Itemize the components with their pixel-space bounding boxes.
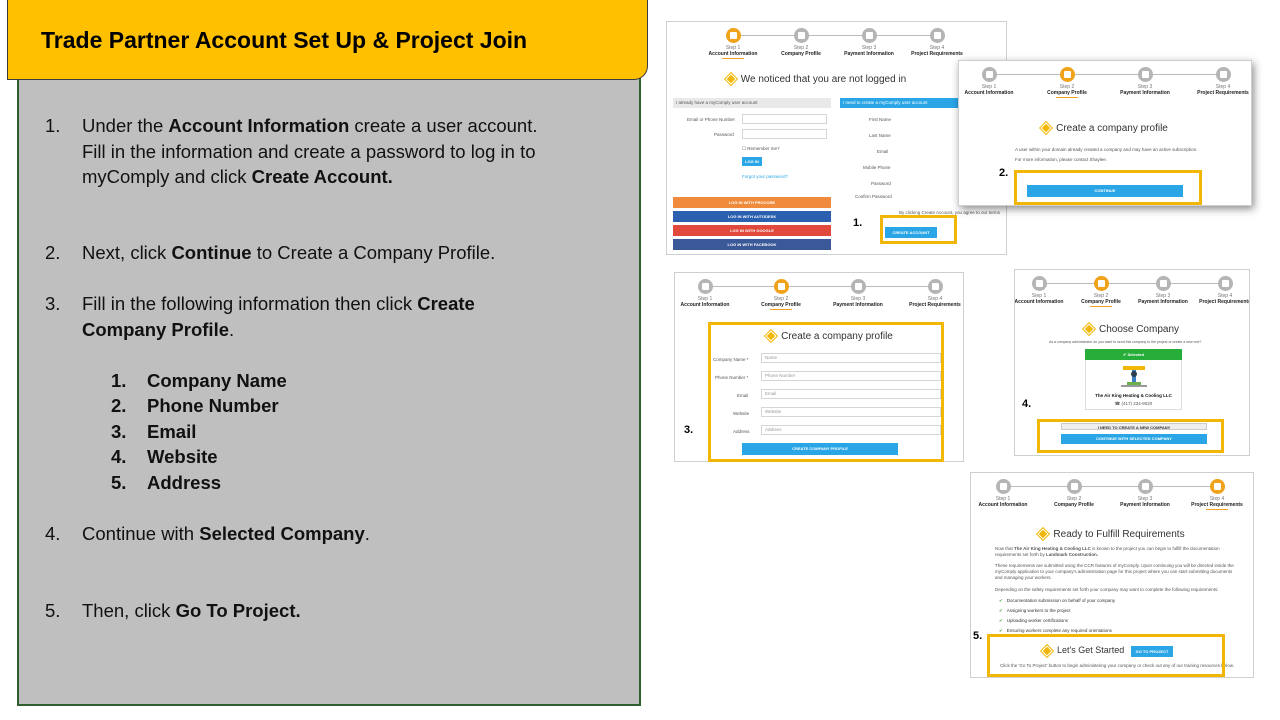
continue-button[interactable]: CONTINUE bbox=[1027, 185, 1183, 197]
highlight-company-form bbox=[708, 322, 944, 462]
check-icon: Documentation submission on behalf of yo… bbox=[999, 598, 1115, 604]
step-icon bbox=[1155, 276, 1171, 291]
check-icon: Uploading worker certifications bbox=[999, 618, 1068, 624]
step-icon bbox=[697, 279, 713, 294]
ready-heading: Ready to Fulfill Requirements bbox=[971, 528, 1253, 541]
step-icon bbox=[995, 479, 1011, 494]
step-icon bbox=[1059, 67, 1075, 82]
company-card[interactable]: The Air King Heating & Cooling LLC ☎ (41… bbox=[1085, 360, 1182, 410]
create-profile-heading: Create a company profile bbox=[730, 330, 930, 343]
step-icon bbox=[1215, 67, 1231, 82]
step-icon bbox=[1093, 276, 1109, 291]
step-icon bbox=[1137, 479, 1153, 494]
check-icon: Ensuring workers complete any required o… bbox=[999, 628, 1112, 634]
step-icon bbox=[773, 279, 789, 294]
check-icon: Assigning workers to the project bbox=[999, 608, 1071, 614]
diamond-icon bbox=[1037, 528, 1050, 541]
step-icon bbox=[793, 28, 809, 43]
create-company-profile-button[interactable]: CREATE COMPANY PROFILE bbox=[742, 443, 898, 455]
forgot-password-link[interactable]: Forgot your password? bbox=[742, 174, 789, 179]
remember-checkbox[interactable]: ☐ Remember me? bbox=[742, 146, 780, 151]
step-icon bbox=[929, 28, 945, 43]
diamond-icon bbox=[1083, 323, 1095, 336]
highlight-go-to-project bbox=[987, 634, 1225, 677]
step-icon bbox=[927, 279, 943, 294]
page-title: Trade Partner Account Set Up & Project J… bbox=[41, 27, 528, 53]
step-icon bbox=[850, 279, 866, 294]
selected-badge: ✔ Selected bbox=[1085, 349, 1182, 360]
go-to-project-button[interactable]: GO TO PROJECT bbox=[1131, 646, 1173, 657]
autodesk-login-button[interactable]: LOG IN WITH AUTODESK bbox=[673, 211, 831, 222]
company-logo-icon bbox=[1121, 366, 1147, 387]
lets-get-started-heading: Let's Get Started bbox=[1041, 644, 1124, 657]
create-account-button[interactable]: CREATE ACCOUNT bbox=[885, 227, 937, 238]
company-profile-heading: Create a company profile bbox=[959, 122, 1251, 135]
login-heading: We noticed that you are not logged in bbox=[667, 73, 1006, 86]
step-icon bbox=[1031, 276, 1047, 291]
diamond-icon bbox=[725, 73, 737, 86]
procore-login-button[interactable]: LOG IN WITH PROCORE bbox=[673, 197, 831, 208]
login-button[interactable]: LOG IN bbox=[742, 157, 762, 166]
website-input[interactable]: Website bbox=[761, 407, 941, 417]
company-name-input[interactable]: Name bbox=[761, 353, 941, 363]
highlight-continue bbox=[1014, 170, 1202, 205]
instructions-panel: 1. Under the Account Information create … bbox=[17, 76, 641, 706]
create-new-company-button[interactable]: I NEED TO CREATE A NEW COMPANY bbox=[1061, 423, 1207, 430]
step-icon bbox=[861, 28, 877, 43]
highlight-create-account bbox=[880, 215, 957, 244]
step-icon bbox=[981, 67, 997, 82]
phone-icon: ☎ (417) 234-9020 bbox=[1114, 401, 1153, 406]
diamond-icon bbox=[1040, 122, 1052, 135]
google-login-button[interactable]: LOG IN WITH GOOGLE bbox=[673, 225, 831, 236]
step-icon bbox=[725, 28, 741, 43]
email-input[interactable] bbox=[742, 114, 827, 124]
title-banner: Trade Partner Account Set Up & Project J… bbox=[7, 0, 648, 80]
step-icon bbox=[1217, 276, 1233, 291]
highlight-continue-selected bbox=[1037, 419, 1224, 453]
facebook-login-button[interactable]: LOG IN WITH FACEBOOK bbox=[673, 239, 831, 250]
step-icon bbox=[1209, 479, 1225, 494]
phone-number-input[interactable]: Phone Number bbox=[761, 371, 941, 381]
password-input[interactable] bbox=[742, 129, 827, 139]
address-input[interactable]: Address bbox=[761, 425, 941, 435]
continue-with-selected-button[interactable]: CONTINUE WITH SELECTED COMPANY bbox=[1061, 434, 1207, 444]
email-input[interactable]: Email bbox=[761, 389, 941, 399]
step-icon bbox=[1066, 479, 1082, 494]
step-icon bbox=[1137, 67, 1153, 82]
choose-company-heading: Choose Company bbox=[1015, 323, 1249, 336]
